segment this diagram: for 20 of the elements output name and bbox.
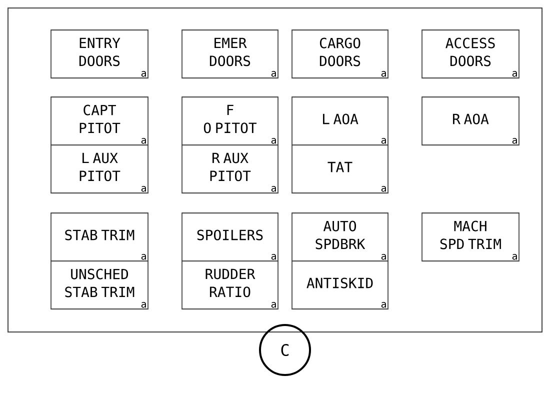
annunciator-light: ANTISKID a <box>292 260 388 310</box>
annunciator-light: CAPT PITOT a <box>50 96 148 146</box>
annunciator-light: SPOILERS a <box>182 212 278 262</box>
annunciator-light: UNSCHED STAB TRIM a <box>50 260 148 310</box>
annunciator-light: ENTRY DOORS a <box>50 30 148 78</box>
annunciator-light: L AUX PITOT a <box>50 144 148 194</box>
annunciator-light: AUTO SPDBRK a <box>292 212 388 262</box>
annunciator-light: CARGO DOORS a <box>292 30 388 78</box>
annunciator-light: ACCESS DOORS a <box>422 30 520 78</box>
annunciator-light: R AUX PITOT a <box>182 144 278 194</box>
annunciator-light: F O PITOT a <box>182 96 278 146</box>
annunciator-light: TAT a <box>292 144 388 194</box>
circled-letter: C <box>259 324 311 376</box>
annunciator-light: STAB TRIM a <box>50 212 148 262</box>
annunciator-light: RUDDER RATIO a <box>182 260 278 310</box>
annunciator-light: MACH SPD TRIM a <box>422 212 520 262</box>
annunciator-light: R AOA a <box>422 96 520 146</box>
annunciator-light: L AOA a <box>292 96 388 146</box>
annunciator-light: EMER DOORS a <box>182 30 278 78</box>
panel-frame <box>8 8 542 332</box>
